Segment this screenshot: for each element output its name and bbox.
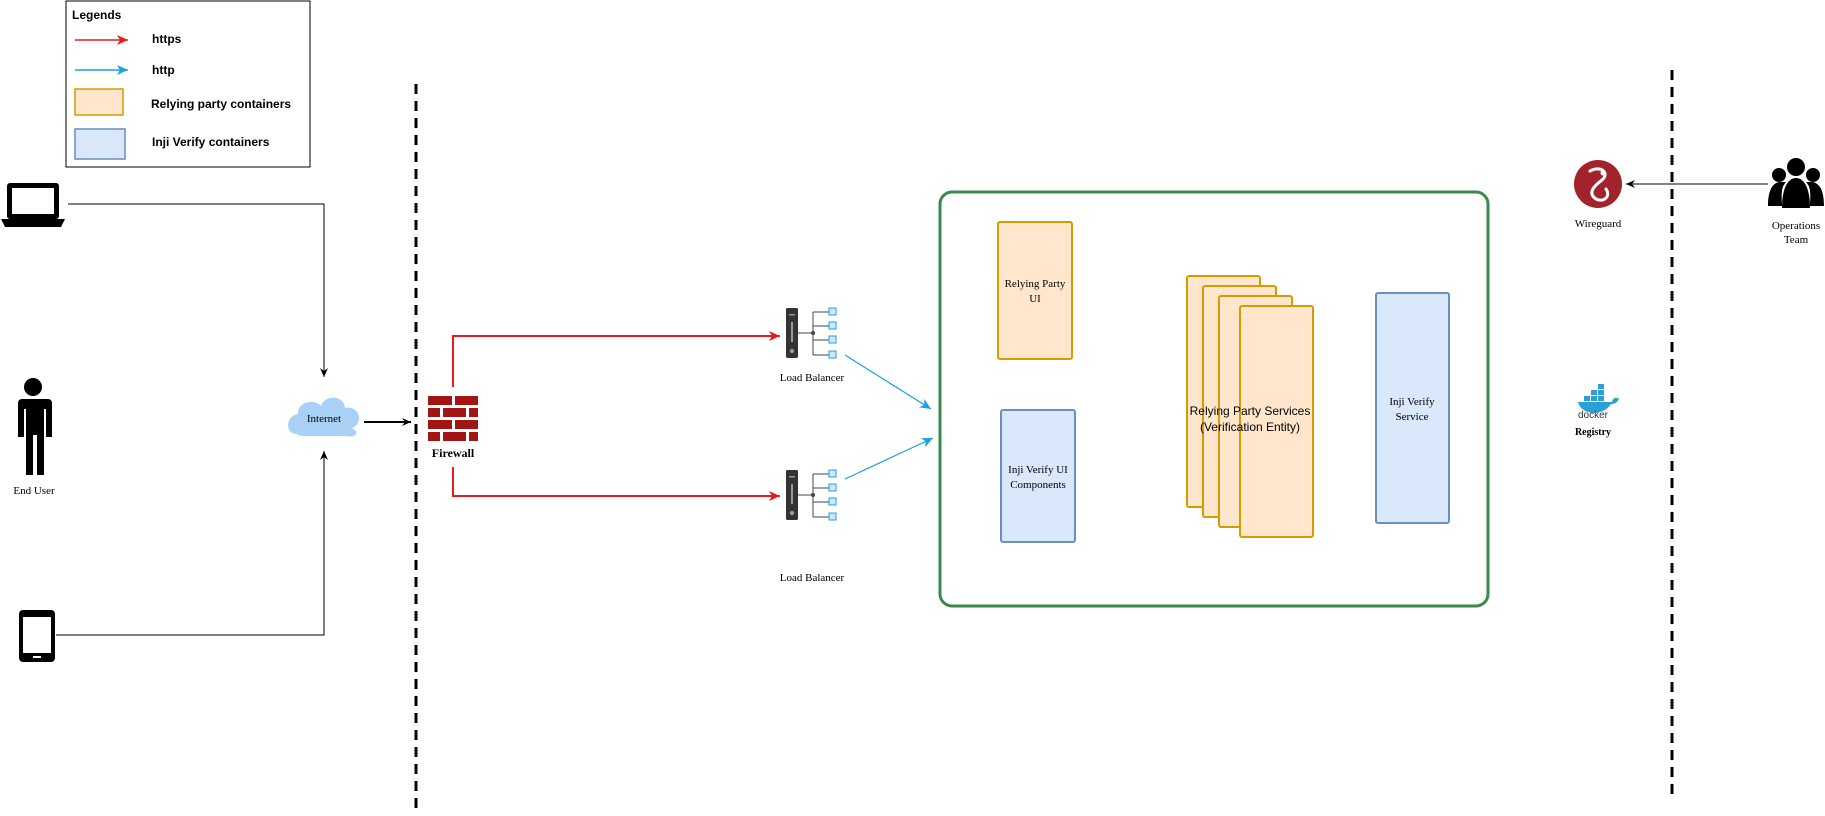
http-lb-bottom-to-cluster (844, 437, 934, 480)
legend-title: Legends (72, 8, 122, 22)
relying-party-services-stack (1186, 275, 1314, 538)
legend-https-label: https (152, 32, 182, 46)
mobile-phone-icon (19, 610, 55, 662)
https-firewall-to-lb-bottom (452, 467, 780, 501)
firewall-brick-icon (428, 396, 478, 441)
load-balancer-bottom-icon (786, 469, 837, 521)
laptop-icon (1, 183, 65, 227)
relying-party-ui-label-1: Relying Party (1005, 278, 1066, 290)
legend-inji-label: Inji Verify containers (152, 135, 270, 149)
operations-team-label-1: Operations (1772, 220, 1820, 232)
relying-party-services-container (1239, 305, 1314, 538)
inji-verify-ui-label-1: Inji Verify UI (1008, 464, 1068, 476)
registry-label: Registry (1575, 427, 1611, 438)
operations-team-icon (1768, 158, 1824, 208)
inji-verify-ui-label-2: Components (1010, 479, 1066, 491)
inji-verify-service-label-1: Inji Verify (1389, 396, 1435, 408)
legend-relying-party-label: Relying party containers (151, 97, 291, 111)
load-balancer-bottom-label: Load Balancer (780, 572, 845, 584)
legend-inji-swatch (74, 128, 126, 160)
relying-party-ui-container (997, 221, 1073, 360)
relying-party-services-label-1: Relying Party Services (1190, 404, 1311, 418)
relying-party-services-label-2: (Verification Entity) (1200, 420, 1300, 434)
inji-verify-service-container (1375, 292, 1450, 524)
legend-relying-party-swatch (74, 88, 124, 116)
internet-cloud-icon (288, 397, 360, 437)
docker-wordmark: docker (1578, 410, 1609, 421)
operations-team-label-2: Team (1784, 234, 1809, 246)
load-balancer-top-icon (786, 307, 837, 359)
firewall-label: Firewall (432, 446, 475, 460)
legend: Legends https http Relying party contain… (65, 0, 311, 168)
internet-label: Internet (307, 413, 341, 425)
wireguard-label: Wireguard (1575, 218, 1622, 230)
inji-verify-ui-container (1000, 409, 1076, 543)
user-icon (18, 378, 52, 475)
phone-to-internet-connector (56, 451, 328, 636)
wireguard-icon (1574, 160, 1622, 208)
load-balancer-top-label: Load Balancer (780, 372, 845, 384)
inji-verify-service-label-2: Service (1396, 411, 1429, 423)
https-firewall-to-lb-top (452, 331, 780, 387)
http-lb-top-to-cluster (844, 354, 932, 410)
end-user-label: End User (13, 485, 55, 497)
relying-party-ui-label-2: UI (1029, 293, 1041, 305)
docker-registry-icon (1578, 384, 1619, 413)
laptop-to-internet-connector (68, 203, 328, 377)
legend-http-label: http (152, 63, 175, 77)
